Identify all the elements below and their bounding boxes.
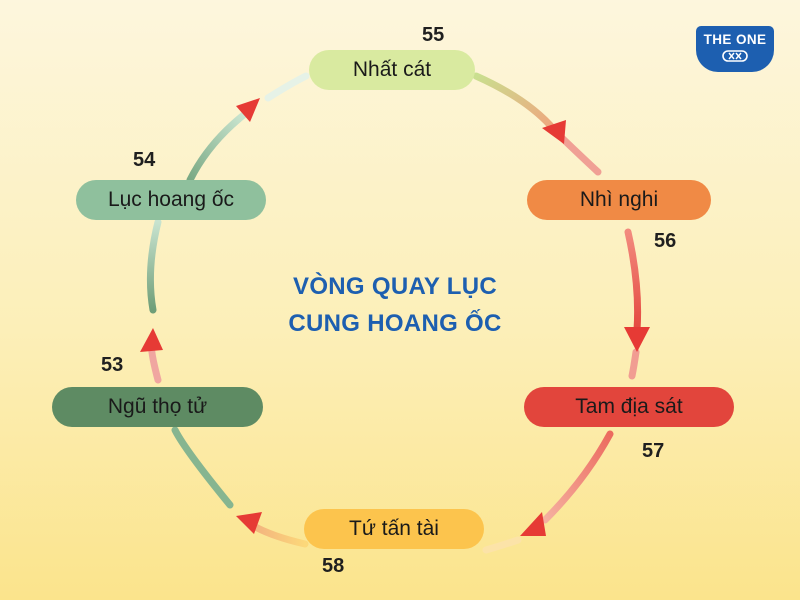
logo-mark-icon: [722, 50, 748, 62]
age-57: 57: [642, 440, 665, 462]
age-54: 54: [133, 149, 156, 171]
arrow-luc-to-nhat: [186, 106, 254, 184]
arrow-tu-to-ngu: [246, 520, 309, 548]
arrow-tam-to-tu: [541, 430, 614, 524]
stage-ngu-tho-tu: Ngũ thọ tử: [52, 387, 263, 427]
stage-label: Tứ tấn tài: [349, 517, 439, 540]
stage-luc-hoang-oc: Lục hoang ốc: [76, 180, 266, 220]
arrowhead-5: [140, 328, 163, 352]
arrowhead-1: [542, 120, 566, 144]
stage-nhat-cat: Nhất cát: [309, 50, 475, 90]
title-line-2: CUNG HOANG ỐC: [288, 310, 502, 337]
age-58: 58: [322, 555, 345, 577]
stage-tu-tan-tai: Tứ tấn tài: [304, 509, 484, 549]
age-53: 53: [101, 354, 124, 376]
arrowhead-2: [624, 327, 650, 352]
title-line-1: VÒNG QUAY LỤC: [293, 273, 497, 300]
the-one-logo: THE ONE: [696, 26, 774, 72]
diagram-title: VÒNG QUAY LỤC CUNG HOANG ỐC: [250, 268, 540, 342]
stage-label: Lục hoang ốc: [107, 188, 235, 211]
arrow-nhat-to-nhi: [472, 72, 560, 136]
arrow-nhi-to-tam: [624, 228, 642, 334]
stage-nhi-nghi: Nhì nghi: [527, 180, 711, 220]
stage-tam-dia-sat: Tam địa sát: [524, 387, 734, 427]
arrow-ngu-to-luc: [171, 426, 234, 509]
age-55: 55: [422, 24, 445, 46]
stage-label: Ngũ thọ tử: [107, 395, 208, 418]
arrowhead-3: [520, 512, 546, 536]
arrowhead-4: [236, 512, 262, 534]
stage-label: Tam địa sát: [575, 395, 683, 418]
arrowhead-6: [236, 98, 260, 122]
age-56: 56: [654, 230, 677, 252]
logo-text: THE ONE: [703, 32, 767, 47]
stage-label: Nhì nghi: [579, 188, 659, 211]
stage-label: Nhất cát: [352, 58, 432, 81]
